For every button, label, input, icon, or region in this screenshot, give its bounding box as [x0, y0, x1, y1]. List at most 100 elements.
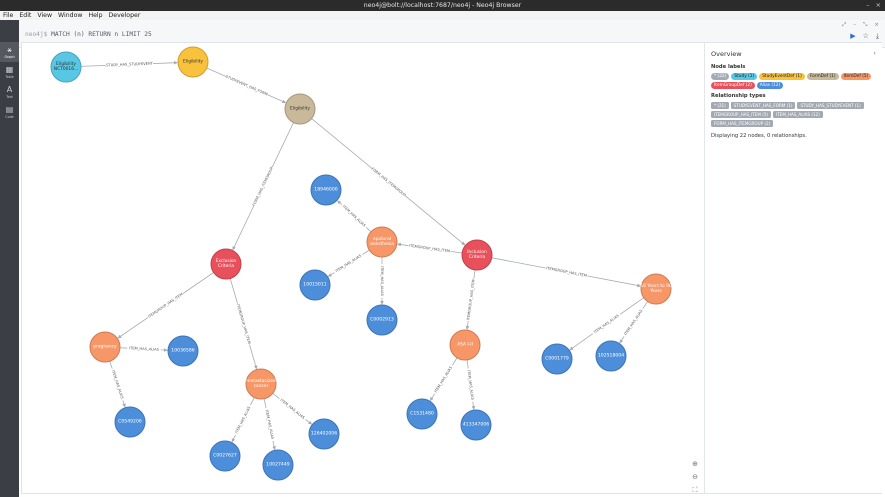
menu-view[interactable]: View: [37, 12, 53, 19]
node-label-pill[interactable]: ItemDef (5): [840, 73, 872, 80]
node-circle[interactable]: [541, 343, 573, 375]
graph-node[interactable]: C0027627: [209, 440, 241, 472]
node-circle[interactable]: [50, 51, 82, 83]
node-circle[interactable]: [167, 335, 199, 367]
query-input[interactable]: neo4j$ MATCH (n) RETURN n LIMIT 25: [25, 31, 152, 38]
zoom-in-icon[interactable]: ⊕: [692, 460, 698, 468]
graph-node[interactable]: pregnancy: [89, 331, 121, 363]
menu-file[interactable]: File: [3, 12, 14, 19]
node-circle[interactable]: [262, 449, 294, 481]
relationship-label-bg: [263, 407, 276, 442]
node-circle[interactable]: [461, 239, 493, 271]
relationship-type-pill[interactable]: STUDY_HAS_STUDYEVENT (1): [797, 102, 864, 109]
graph-node[interactable]: EligibilityNCT0016...: [50, 51, 82, 83]
node-circle[interactable]: [114, 406, 146, 438]
node-circle[interactable]: [210, 248, 242, 280]
node-caption: 10015011: [303, 282, 326, 288]
close-frame-icon[interactable]: ×: [874, 22, 879, 28]
node-caption: Criteria: [218, 263, 235, 269]
node-circle[interactable]: [299, 269, 331, 301]
node-caption: C0002913: [370, 317, 394, 323]
relationship-label: ITEM_HAS_ALIAS: [264, 409, 274, 440]
sidebar-code-button[interactable]: ▤ Code: [0, 102, 19, 122]
close-window-icon[interactable]: ×: [875, 1, 881, 9]
node-caption: Eligibility: [290, 106, 310, 112]
pin-icon[interactable]: ⤢: [841, 22, 847, 28]
node-label-pill[interactable]: FormDef (1): [806, 73, 839, 80]
relationship-type-pill[interactable]: ITEM_HAS_ALIAS (12): [773, 111, 823, 118]
node-circle[interactable]: [449, 329, 481, 361]
relationship-label-group: ITEM_HAS_ALIAS: [622, 307, 645, 338]
node-circle[interactable]: [366, 304, 398, 336]
download-icon[interactable]: ⤓: [875, 32, 879, 40]
graph-node[interactable]: Eligibility: [177, 46, 209, 78]
graph-node[interactable]: 18946000: [310, 174, 342, 206]
relationship-label: ITEMGROUP_HAS_ITEM: [236, 304, 251, 345]
graph-node[interactable]: 126402006: [308, 418, 340, 450]
node-circle[interactable]: [406, 398, 438, 430]
menu-help[interactable]: Help: [88, 12, 103, 19]
node-circle[interactable]: [640, 273, 672, 305]
node-circle[interactable]: [209, 440, 241, 472]
relationship-arrowhead: [122, 403, 126, 408]
node-label-pill[interactable]: Alias (12): [756, 82, 784, 89]
graph-node[interactable]: 10015011: [299, 269, 331, 301]
graph-node[interactable]: C0001779: [541, 343, 573, 375]
graph-node[interactable]: 102518004: [595, 340, 627, 372]
relationship-type-pill[interactable]: FORM_HAS_ITEMGROUP (2): [711, 120, 774, 127]
sidebar-graph-button[interactable]: ⚹ Graph: [0, 42, 19, 62]
frame-run-controls: ▶ ☆ ⤓: [850, 32, 879, 41]
graph-node[interactable]: C0549206: [114, 406, 146, 438]
overview-title: Overview: [711, 50, 742, 58]
node-caption: NCT0016...: [54, 66, 78, 72]
sidebar-text-button[interactable]: A Text: [0, 82, 19, 102]
node-circle[interactable]: [245, 368, 277, 400]
fullscreen-icon[interactable]: ⤡: [862, 22, 868, 28]
run-icon[interactable]: ▶: [850, 32, 856, 40]
relationship-arrowhead: [272, 446, 276, 451]
node-circle[interactable]: [177, 46, 209, 78]
zoom-out-icon[interactable]: ⊖: [692, 473, 698, 481]
node-label-pill[interactable]: Study (1): [731, 73, 758, 80]
graph-node[interactable]: C1531480: [406, 398, 438, 430]
node-circle[interactable]: [308, 418, 340, 450]
node-label-pill[interactable]: * (22): [711, 73, 730, 80]
collapse-icon[interactable]: –: [853, 22, 856, 28]
relationship-type-pill[interactable]: STUDYEVENT_HAS_FORM (1): [730, 102, 796, 109]
node-circle[interactable]: [284, 93, 316, 125]
node-label-pill[interactable]: ItemGroupDef (2): [711, 82, 755, 89]
relationship-type-pill[interactable]: * (21): [711, 102, 729, 109]
menu-edit[interactable]: Edit: [19, 12, 32, 19]
node-circle[interactable]: [310, 174, 342, 206]
menu-developer[interactable]: Developer: [108, 12, 141, 19]
node-caption: anesthesia: [370, 241, 394, 247]
node-caption: C0001779: [545, 356, 569, 362]
relationship-type-pill[interactable]: ITEMGROUP_HAS_ITEM (5): [711, 111, 772, 118]
node-label-pill[interactable]: StudyEventDef (1): [759, 73, 805, 80]
relationship-arrowhead: [336, 200, 342, 205]
graph-node[interactable]: 10027449: [262, 449, 294, 481]
node-circle[interactable]: [595, 340, 627, 372]
node-circle[interactable]: [366, 226, 398, 258]
chevron-right-icon[interactable]: ›: [873, 49, 876, 57]
fit-icon[interactable]: ⛶: [692, 486, 698, 494]
graph-node[interactable]: C0002913: [366, 304, 398, 336]
node-labels-heading: Node labels: [711, 64, 746, 70]
sidebar-table-button[interactable]: ▦ Table: [0, 62, 19, 82]
node-circle[interactable]: [89, 331, 121, 363]
graph-node[interactable]: 10036586: [167, 335, 199, 367]
graph-canvas[interactable]: STUDY_HAS_STUDYEVENTSTUDYEVENT_HAS_FORMF…: [22, 43, 704, 495]
relationship-label: ITEM_HAS_ALIAS: [342, 204, 367, 228]
favorite-icon[interactable]: ☆: [862, 32, 869, 40]
graph-node[interactable]: ASA I-II: [449, 329, 481, 361]
node-circle[interactable]: [460, 409, 492, 441]
menu-window[interactable]: Window: [58, 12, 83, 19]
minimize-icon[interactable]: –: [866, 1, 870, 9]
graph-node[interactable]: Eligibility: [284, 93, 316, 125]
graph-node[interactable]: 413347006: [460, 409, 492, 441]
